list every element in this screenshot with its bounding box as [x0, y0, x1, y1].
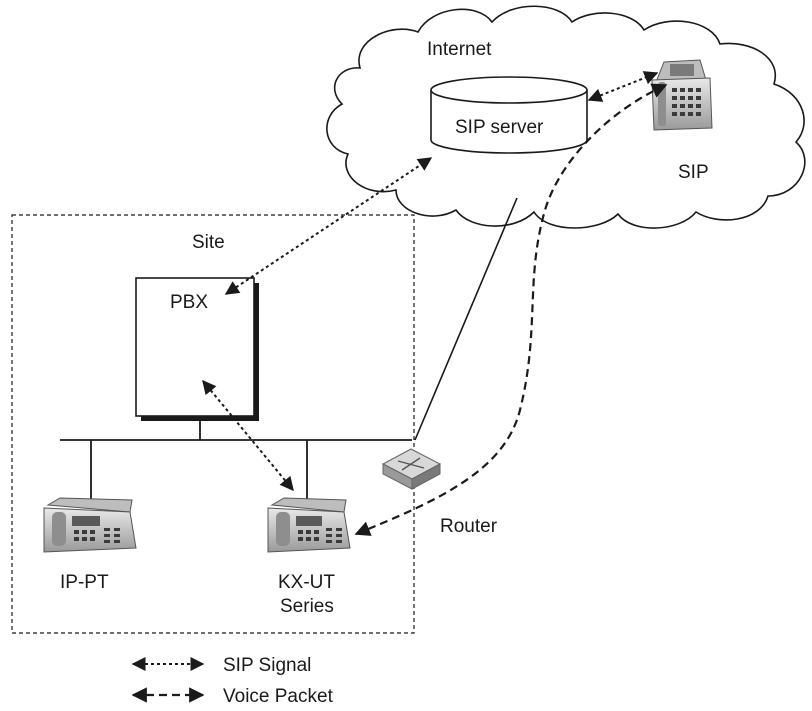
- voice-packet-arrow: [354, 83, 668, 536]
- internet-label: Internet: [427, 39, 492, 60]
- router-label: Router: [440, 516, 498, 537]
- kx-ut-label-line2: Series: [280, 596, 334, 617]
- router-internet-link: [414, 197, 518, 441]
- ip-pt-label: IP-PT: [60, 572, 109, 593]
- ip-pt-phone-icon: [43, 497, 137, 553]
- lan-bus: [60, 416, 412, 500]
- sip-server-label: SIP server: [455, 117, 544, 138]
- legend-sip-signal-label: SIP Signal: [223, 655, 311, 676]
- site-label: Site: [192, 232, 225, 253]
- pbx-label: PBX: [170, 292, 208, 313]
- kx-ut-label-line1: KX-UT: [278, 572, 335, 593]
- sip-phone-label: SIP: [678, 162, 709, 183]
- pbx-box: [135, 277, 259, 421]
- legend: SIP Signal Voice Packet: [131, 655, 334, 707]
- legend-voice-packet-label: Voice Packet: [223, 686, 334, 707]
- sip-server: [430, 76, 588, 154]
- sip-phone-icon: [651, 59, 713, 131]
- kx-ut-phone-icon: [267, 497, 351, 553]
- router-icon: [381, 448, 442, 490]
